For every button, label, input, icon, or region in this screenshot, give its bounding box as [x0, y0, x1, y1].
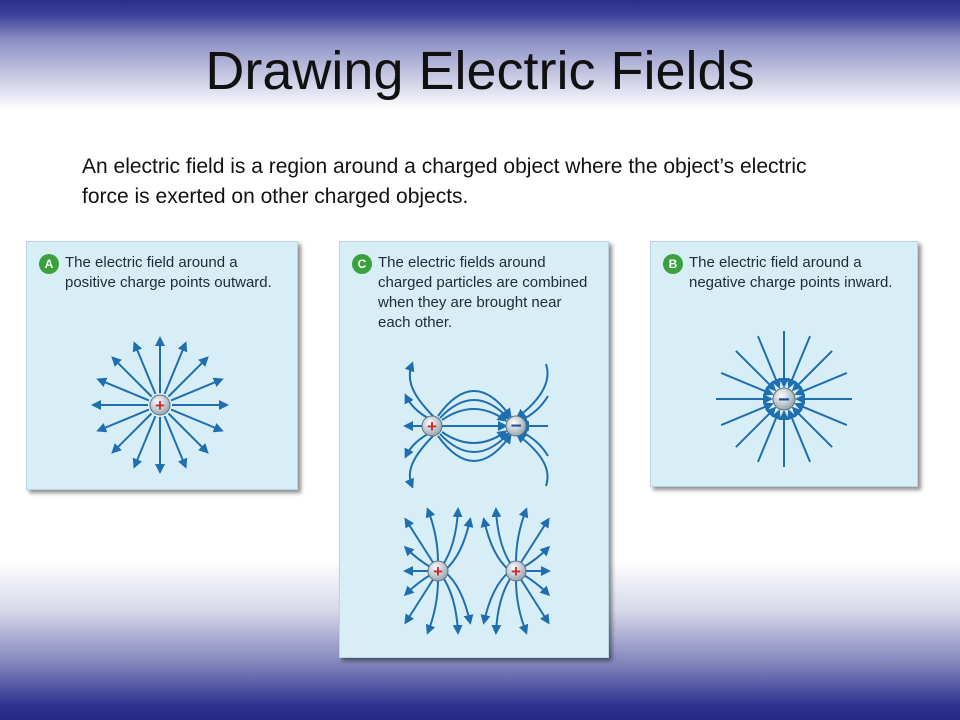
field-line: [757, 335, 781, 389]
field-line: [170, 408, 224, 433]
intro-text: An electric field is a region around a c…: [82, 155, 807, 208]
positive-charge: +: [421, 415, 443, 437]
field-line: [170, 377, 224, 402]
panel-c-combined-fields: C The electric fields around charged par…: [339, 241, 609, 658]
field-line: [167, 412, 209, 454]
charge-sign: +: [427, 417, 437, 436]
field-line: [111, 412, 153, 454]
field-line: [96, 408, 150, 433]
field-line: [167, 356, 209, 398]
panel-caption: The electric field around a positive cha…: [65, 254, 272, 291]
outward-field-lines: [91, 336, 229, 474]
field-line: [794, 402, 848, 426]
field-line: [791, 350, 833, 392]
field-line: [757, 409, 781, 463]
charge-sign: +: [433, 562, 443, 581]
field-line: [96, 377, 150, 402]
charge-sign: +: [155, 396, 165, 415]
charge-sign: −: [510, 416, 521, 437]
negative-charge: −: [772, 387, 796, 411]
negative-charge-field-diagram: −: [716, 331, 852, 467]
panel-b-negative-charge: B The electric field around a negative c…: [650, 241, 918, 487]
positive-charge-field-diagram: +: [91, 336, 229, 474]
panel-letter-badge: B: [663, 254, 683, 274]
field-line: [163, 341, 188, 395]
field-line: [720, 372, 774, 396]
positive-charge: +: [427, 560, 449, 582]
charge-sign: −: [778, 389, 790, 411]
panel-caption: The electric field around a negative cha…: [689, 254, 893, 291]
field-line: [111, 356, 153, 398]
like-charges-field-diagram: + +: [403, 507, 551, 635]
field-line: [735, 406, 777, 448]
field-line: [735, 350, 777, 392]
positive-charge: +: [505, 560, 527, 582]
field-line: [787, 409, 811, 463]
inward-field-lines: [716, 331, 852, 467]
panel-a-positive-charge: A The electric field around a positive c…: [26, 241, 298, 490]
field-line: [787, 335, 811, 389]
field-line: [794, 372, 848, 396]
field-line: [163, 415, 188, 469]
repelling-field-lines: [403, 507, 551, 635]
charge-sign: +: [511, 562, 521, 581]
panel-caption: The electric fields around charged parti…: [378, 254, 588, 331]
field-line: [132, 341, 157, 395]
positive-charge: +: [149, 394, 171, 416]
field-line: [132, 415, 157, 469]
negative-charge: −: [505, 415, 527, 437]
panel-letter-badge: A: [39, 254, 59, 274]
slide-title: Drawing Electric Fields: [205, 41, 755, 101]
opposite-charges-field-diagram: + −: [403, 361, 549, 488]
field-line: [791, 406, 833, 448]
field-line: [720, 402, 774, 426]
panel-letter-badge: C: [352, 254, 372, 274]
